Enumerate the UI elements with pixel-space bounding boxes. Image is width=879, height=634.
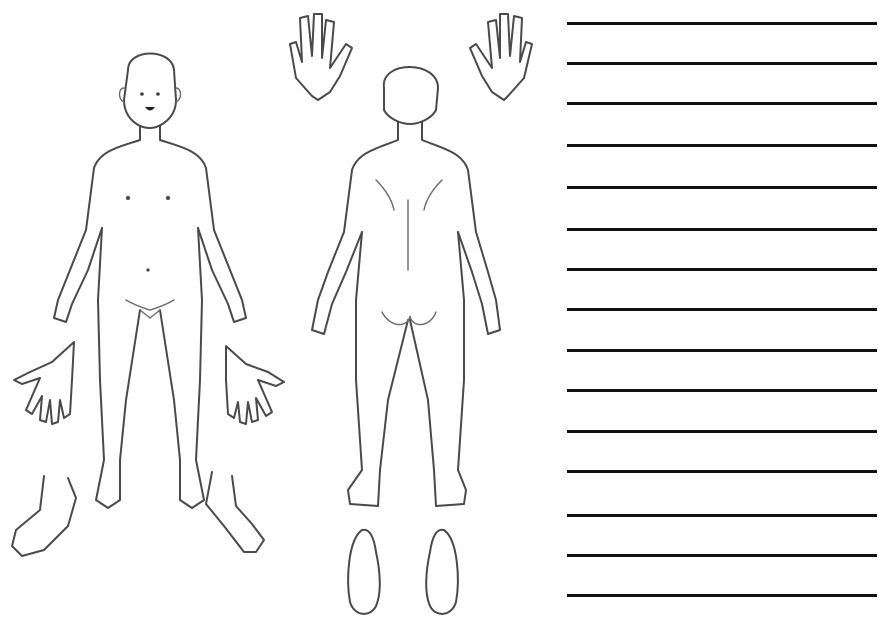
- note-line: [567, 22, 877, 25]
- note-line: [567, 594, 877, 597]
- right-sole: [426, 530, 458, 614]
- note-line: [567, 470, 877, 473]
- left-sole: [348, 530, 380, 614]
- front-left-foot: [12, 476, 76, 556]
- note-line: [567, 554, 877, 557]
- back-body-figure: [312, 67, 500, 506]
- front-body-figure: [54, 54, 246, 509]
- front-right-hand: [226, 346, 284, 424]
- note-line: [567, 228, 877, 231]
- note-line: [567, 144, 877, 147]
- back-right-hand: [470, 14, 532, 100]
- note-line: [567, 430, 877, 433]
- front-right-foot: [206, 472, 264, 552]
- note-line: [567, 268, 877, 271]
- notes-lines: [567, 0, 877, 634]
- body-map-diagram: [0, 0, 560, 634]
- note-line: [567, 349, 877, 352]
- note-line: [567, 308, 877, 311]
- note-line: [567, 514, 877, 517]
- back-left-hand: [290, 14, 352, 100]
- note-line: [567, 186, 877, 189]
- note-line: [567, 62, 877, 65]
- note-line: [567, 102, 877, 105]
- front-left-hand: [14, 342, 74, 424]
- note-line: [567, 389, 877, 392]
